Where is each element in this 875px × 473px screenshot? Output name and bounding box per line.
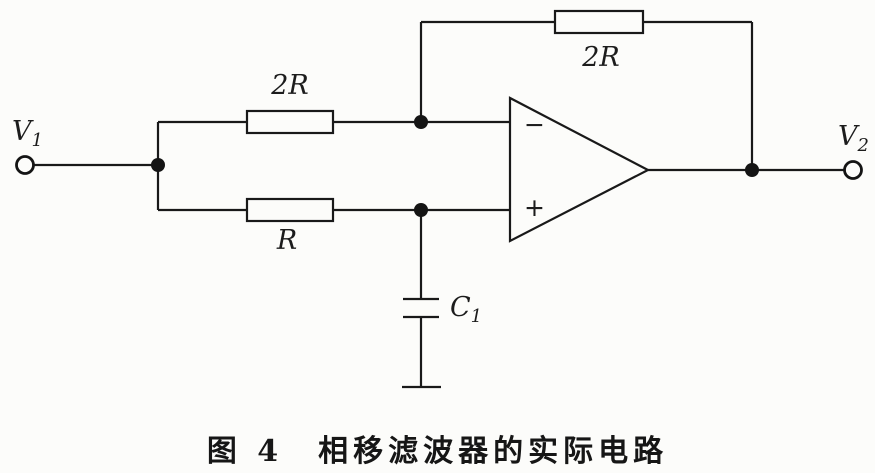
opamp-inverting-sign: − [524,110,545,139]
resistor-feedback [553,9,645,35]
resistor-input-top [245,109,335,135]
resistor-input-bottom-label: R [276,225,297,256]
v2-label-main: V [838,121,860,152]
junction-dot-noninverting-node [414,203,428,217]
junction-dot-output-node [745,163,759,177]
opamp-triangle [508,96,651,243]
figure-caption: 图 4 相移滤波器的实际电路 [206,434,669,469]
input-terminal [15,155,35,175]
capacitor-label-main: C [450,292,471,323]
v2-label: V2 [838,121,869,156]
junction-dot-inverting-node [414,115,428,129]
resistor-input-bottom [245,197,335,223]
output-terminal [843,160,863,180]
v1-label: V1 [12,116,43,151]
junction-dot-input-split [151,158,165,172]
v1-label-sub: 1 [32,130,43,151]
v2-label-sub: 2 [857,135,869,156]
v1-label-main: V [12,116,34,147]
capacitor-label: C1 [450,292,482,327]
capacitor-label-sub: 1 [471,306,482,327]
opamp-noninverting-sign: + [524,193,545,222]
resistor-feedback-label: 2R [581,42,620,73]
resistor-input-top-label: 2R [270,70,309,101]
